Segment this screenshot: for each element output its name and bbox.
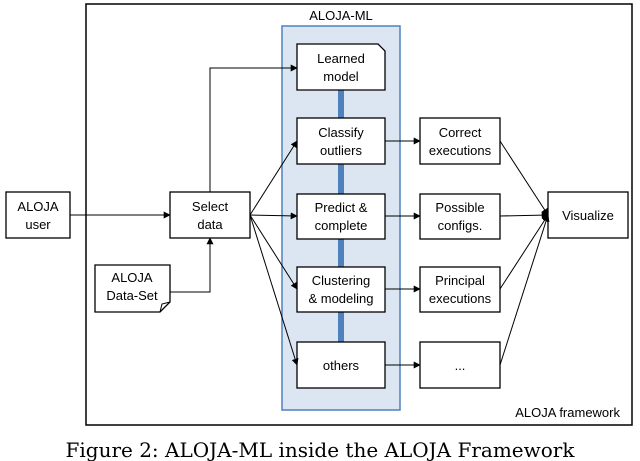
clustering-line2: & modeling — [308, 291, 373, 306]
visualize-label: Visualize — [562, 208, 614, 223]
possible-line2: configs. — [438, 218, 483, 233]
arrow-select-to-others — [249, 214, 299, 366]
clustering-line1: Clustering — [312, 273, 371, 288]
arrow-correct-to-visualize — [499, 140, 549, 216]
principal-line1: Principal — [435, 273, 485, 288]
predict-line2: complete — [315, 218, 368, 233]
aloja-user-line2: user — [25, 217, 51, 232]
learned-model-line1: Learned — [317, 51, 365, 66]
arrow-select-to-classify — [249, 140, 298, 216]
aloja-dataset-box — [94, 264, 171, 313]
arrow-more-to-visualize — [499, 214, 550, 366]
aloja-dataset-line2: Data-Set — [106, 288, 158, 303]
aloja-user-box — [5, 191, 71, 239]
correct-line2: executions — [429, 143, 492, 158]
visualize-box — [547, 191, 629, 239]
learned-model-line2: model — [323, 69, 359, 84]
pipe-segment — [338, 312, 344, 342]
aloja-user-line1: ALOJA — [17, 199, 59, 214]
classify-line1: Classify — [318, 125, 364, 140]
possible-line1: Possible — [435, 200, 484, 215]
correct-line1: Correct — [439, 125, 482, 140]
pipe-segment — [338, 164, 344, 194]
others-label: others — [323, 358, 360, 373]
more-outputs-label: ... — [455, 358, 466, 373]
arrow-dataset-to-select — [170, 237, 214, 293]
principal-executions-box — [419, 266, 501, 313]
classify-line2: outliers — [320, 143, 362, 158]
principal-line2: executions — [429, 291, 492, 306]
pipe-segment — [338, 90, 344, 118]
arrow-principal-to-visualize — [499, 214, 549, 290]
arrow-select-to-learned-model — [209, 64, 298, 192]
dataset-folded-corner — [159, 301, 171, 313]
classify-outliers-box — [296, 117, 386, 165]
aloja-dataset-line1: ALOJA — [111, 270, 153, 285]
aloja-framework-label: ALOJA framework — [515, 405, 620, 420]
select-data-line1: Select — [192, 199, 229, 214]
predict-line1: Predict & — [315, 200, 368, 215]
pipe-segment — [338, 239, 344, 267]
arrow-possible-to-visualize — [499, 211, 549, 219]
learned-model-box — [296, 43, 386, 91]
arrow-select-to-clustering — [249, 214, 298, 290]
figure-caption: Figure 2: ALOJA-ML inside the ALOJA Fram… — [66, 438, 576, 461]
select-data-line2: data — [197, 217, 223, 232]
arrow-select-to-predict — [249, 212, 298, 220]
aloja-ml-title: ALOJA-ML — [309, 8, 373, 23]
